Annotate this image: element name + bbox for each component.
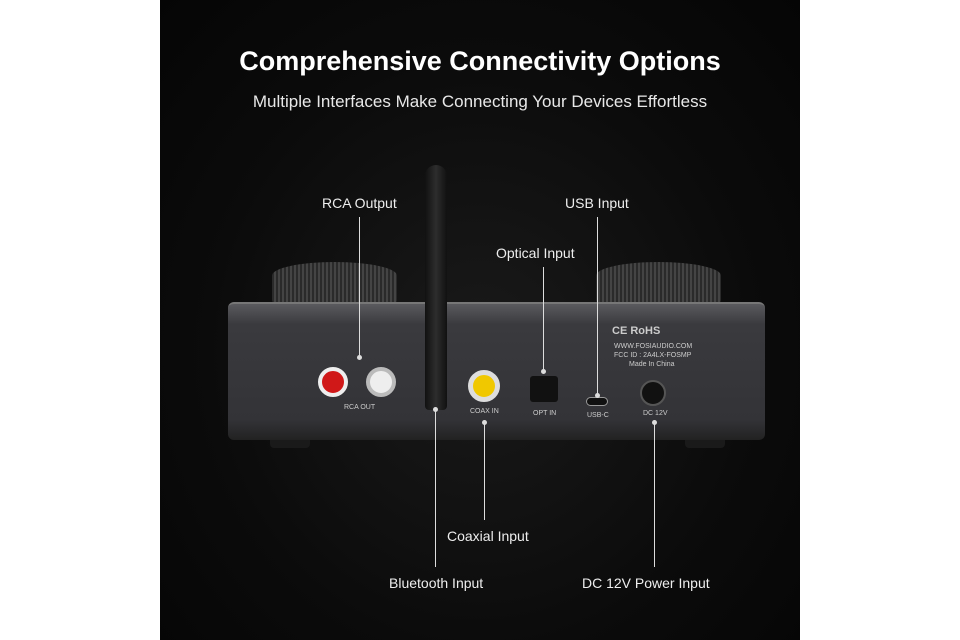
dc-jack [640, 380, 666, 406]
left-foot [270, 440, 310, 448]
coax-in-label: COAX IN [470, 408, 499, 415]
callout-line [359, 217, 360, 357]
callout-dot [541, 369, 546, 374]
fcc-label: FCC ID : 2A4LX-FOSMP [614, 352, 692, 359]
callout-line [654, 422, 655, 567]
right-knob [596, 262, 721, 307]
callout-dot [595, 393, 600, 398]
callout-rca: RCA Output [322, 195, 397, 211]
callout-usb: USB Input [565, 195, 629, 211]
device-rear-panel [228, 302, 765, 440]
callout-bluetooth: Bluetooth Input [389, 575, 484, 591]
callout-line [597, 217, 598, 395]
rca-out-label: RCA OUT [344, 404, 376, 411]
right-foot [685, 440, 725, 448]
coax-jack [468, 370, 500, 402]
rca-red-jack [318, 367, 348, 397]
cert-mark: CE RoHS [612, 325, 661, 337]
antenna [425, 165, 447, 410]
callout-line [435, 409, 436, 567]
optical-port [530, 376, 558, 402]
website-label: WWW.FOSIAUDIO.COM [614, 343, 693, 350]
made-label: Made In China [629, 361, 675, 368]
callout-line [543, 267, 544, 371]
callout-coaxial: Coaxial Input [447, 528, 529, 544]
usb-c-port [586, 397, 608, 406]
page-title: Comprehensive Connectivity Options [239, 46, 721, 76]
dc-label: DC 12V [643, 410, 668, 417]
product-image: Comprehensive Connectivity Options Multi… [160, 0, 800, 640]
opt-in-label: OPT IN [533, 410, 557, 417]
rca-white-jack [366, 367, 396, 397]
usb-c-label: USB-C [587, 412, 609, 419]
left-knob [272, 262, 397, 307]
callout-dot [357, 355, 362, 360]
page-subtitle: Multiple Interfaces Make Connecting Your… [252, 92, 708, 111]
callout-line [484, 422, 485, 520]
callout-dc: DC 12V Power Input [582, 575, 710, 591]
callout-optical: Optical Input [496, 245, 575, 261]
